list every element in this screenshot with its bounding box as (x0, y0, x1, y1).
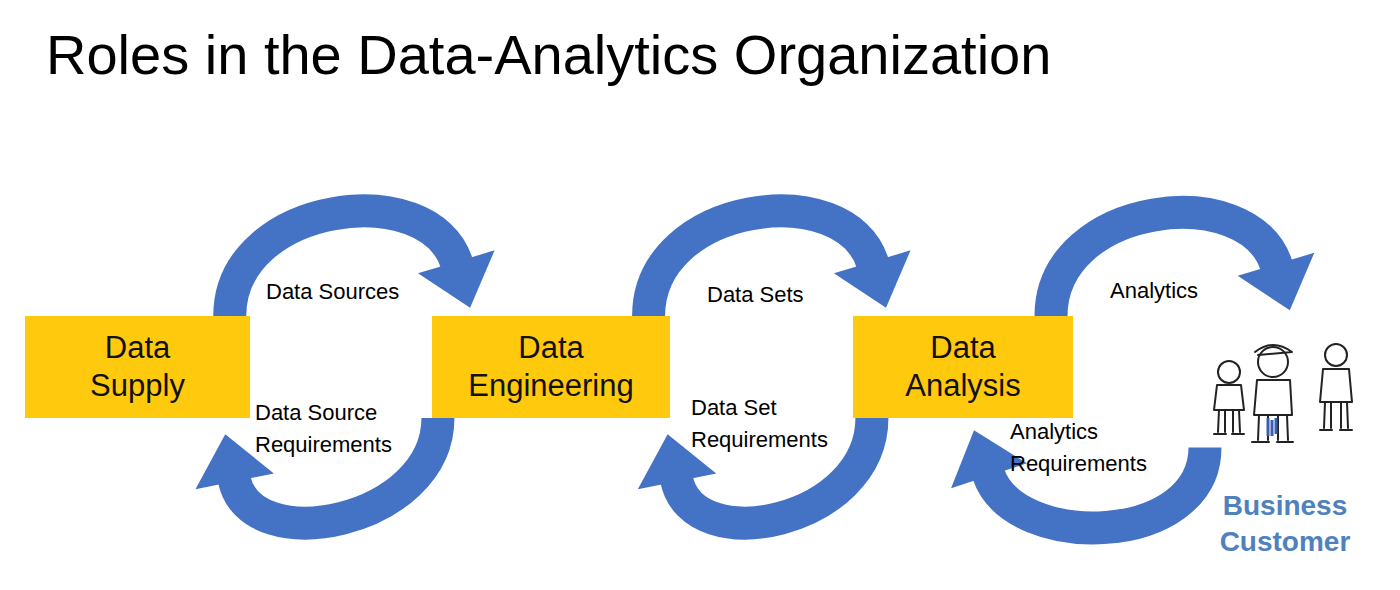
customer-node: Business Customer (1205, 335, 1365, 560)
arrow-head (834, 250, 911, 307)
diagram-title: Roles in the Data-Analytics Organization (46, 22, 1051, 87)
role-box: Data Supply (25, 316, 250, 418)
role-box: Data Engineering (432, 316, 670, 418)
flow-label: Data Set Requirements (691, 392, 861, 456)
arrow-head (1238, 253, 1315, 310)
arrow-band (230, 211, 457, 316)
curved-arrow (649, 211, 911, 316)
flow-label: Analytics Requirements (1010, 416, 1180, 480)
curved-arrow (951, 430, 1205, 528)
flow-label: Data Source Requirements (255, 397, 430, 461)
node-label: Business Customer (1210, 488, 1360, 560)
curved-arrow (1051, 212, 1314, 316)
node-label: Data Supply (63, 329, 213, 405)
node-label: Data Analysis (888, 329, 1038, 405)
flow-label: Data Sources (266, 276, 399, 308)
role-box: Data Analysis (853, 316, 1073, 418)
flow-label: Data Sets (707, 279, 804, 311)
arrow-band (649, 211, 873, 316)
node-label: Data Engineering (459, 329, 644, 405)
arrow-head (418, 250, 495, 307)
arrow-band (1051, 212, 1277, 316)
flow-label: Analytics (1110, 275, 1198, 307)
curved-arrow (230, 211, 495, 316)
